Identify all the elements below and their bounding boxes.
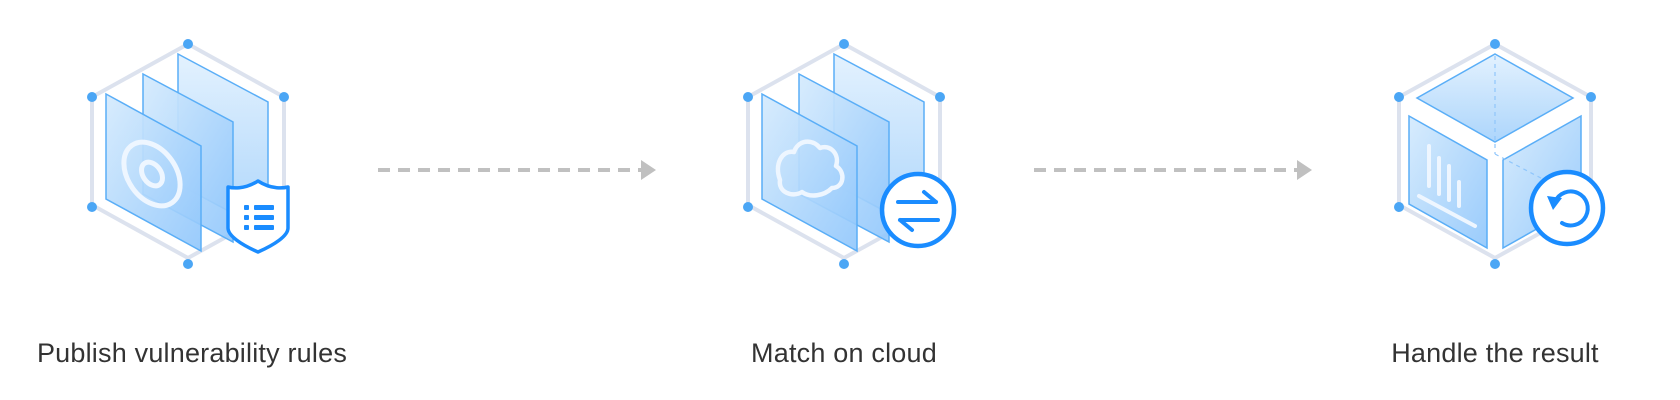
- flow-arrow-2: [1034, 156, 1314, 184]
- step-1-illustration: [58, 36, 318, 296]
- step-2-svg: [743, 39, 957, 269]
- step-3-svg: [1394, 39, 1606, 269]
- hexagon-nodes: [743, 39, 945, 269]
- hexagon-node: [1586, 92, 1596, 102]
- hexagon-node: [87, 92, 97, 102]
- step-3-illustration: [1365, 36, 1625, 296]
- step-1-label: Publish vulnerability rules: [36, 338, 348, 368]
- hexagon-nodes: [87, 39, 289, 269]
- hexagon-node: [743, 92, 753, 102]
- refresh-icon: [1528, 169, 1606, 247]
- hexagon-node: [1490, 39, 1500, 49]
- hexagon-node: [743, 202, 753, 212]
- hexagon-node: [1394, 202, 1404, 212]
- hexagon-node: [935, 92, 945, 102]
- hexagon-node: [279, 92, 289, 102]
- hexagon-node: [1490, 259, 1500, 269]
- hexagon-node: [183, 39, 193, 49]
- layer-panel-front: [105, 92, 202, 253]
- bar-chart-icon: [1417, 144, 1477, 228]
- cloud-icon: [775, 139, 845, 198]
- step-2-label: Match on cloud: [751, 338, 937, 368]
- step-1-svg: [87, 39, 290, 269]
- arrow-right-icon: [1034, 160, 1312, 180]
- arrow-right-icon: [378, 160, 656, 180]
- target-ring-icon: [121, 139, 183, 209]
- step-3-label: Handle the result: [1391, 338, 1599, 368]
- exchange-arrows-icon: [879, 171, 957, 249]
- hexagon-node: [183, 259, 193, 269]
- cube-inner-guides: [1494, 56, 1580, 199]
- layer-panel-front: [761, 92, 858, 253]
- step-2-illustration: [714, 36, 974, 296]
- hexagon-node: [1394, 92, 1404, 102]
- flow-arrow-1: [378, 156, 658, 184]
- hexagon-node: [839, 259, 849, 269]
- hexagon-nodes: [1394, 39, 1596, 269]
- hexagon-node: [839, 39, 849, 49]
- shield-list-icon: [226, 179, 290, 254]
- hexagon-node: [87, 202, 97, 212]
